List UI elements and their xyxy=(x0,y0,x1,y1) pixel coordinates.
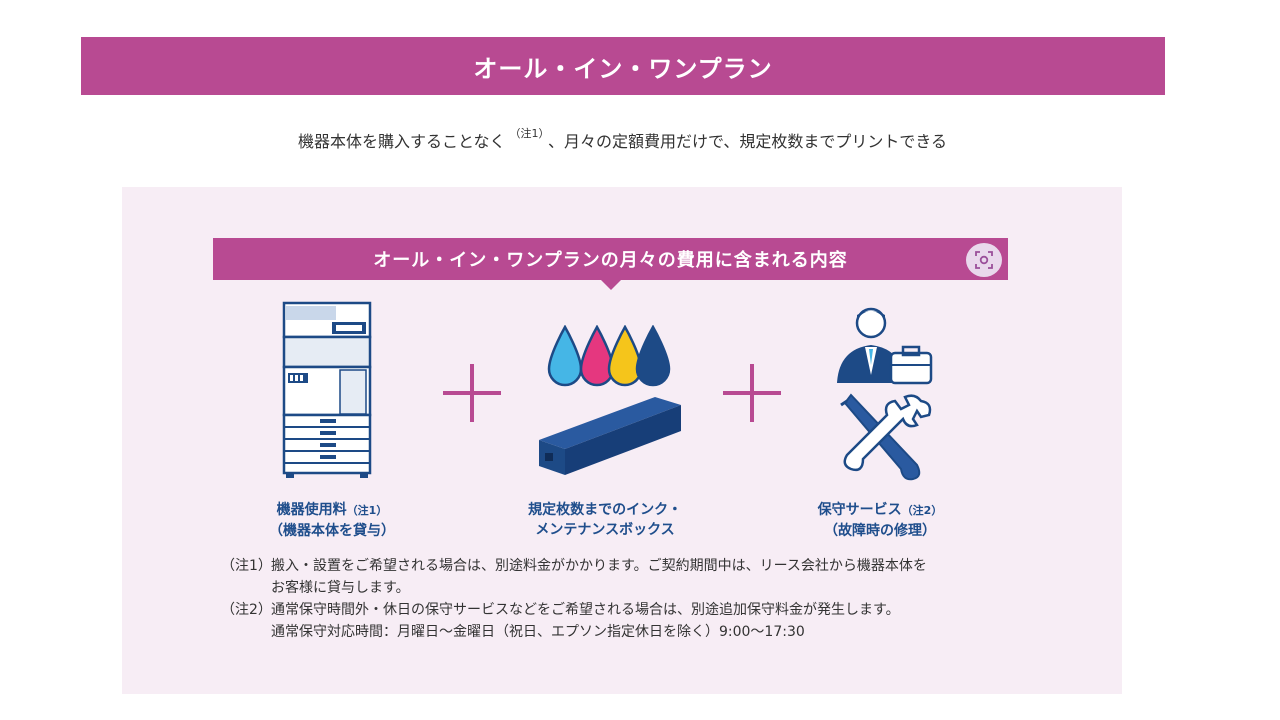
plan-title-banner: オール・イン・ワンプラン xyxy=(81,37,1165,95)
item-label-line: 機器使用料 xyxy=(276,502,347,518)
plus-icon xyxy=(723,364,781,422)
service-person-tools-icon xyxy=(837,307,933,481)
footnote-line: 通常保守対応時間：月曜日～金曜日（祝日、エプソン指定休日を除く）9:00～17:… xyxy=(271,624,805,640)
item-label-line: メンテナンスボックス xyxy=(535,522,675,538)
footnote-row: （注1） 搬入・設置をご希望される場合は、別途料金がかかります。ご契約期間中は、… xyxy=(221,555,1041,599)
ink-drops-icon xyxy=(539,325,681,475)
printer-icon xyxy=(282,301,372,478)
page-title: オール・イン・ワンプラン xyxy=(473,54,773,83)
item-label-service: 保守サービス（注2） （故障時の修理） xyxy=(780,500,980,541)
footnote-mark: （注1） xyxy=(221,558,272,574)
ribbon-notch xyxy=(601,280,621,290)
ribbon-title: オール・イン・ワンプランの月々の費用に含まれる内容 xyxy=(373,250,848,271)
intro-text-after: 、月々の定額費用だけで、規定枚数までプリントできる xyxy=(547,132,948,151)
footnote-mark: （注2） xyxy=(221,602,272,618)
item-label-ink: 規定枚数までのインク・ メンテナンスボックス xyxy=(495,500,715,540)
lens-icon xyxy=(975,251,993,269)
item-label-line: （機器本体を貸与） xyxy=(269,523,395,539)
plus-icon xyxy=(443,364,501,422)
intro-text: 機器本体を購入することなく（注1）、月々の定額費用だけで、規定枚数までプリントで… xyxy=(0,127,1245,152)
item-label-line: 保守サービス xyxy=(817,502,902,518)
footnotes: （注1） 搬入・設置をご希望される場合は、別途料金がかかります。ご契約期間中は、… xyxy=(221,555,1041,643)
footnote-line: お客様に貸与します。 xyxy=(271,580,410,596)
panel-ribbon: オール・イン・ワンプランの月々の費用に含まれる内容 xyxy=(213,238,1008,280)
intro-text-before: 機器本体を購入することなく xyxy=(297,132,506,151)
item-label-equipment: 機器使用料（注1） （機器本体を貸与） xyxy=(232,500,432,541)
footnote-row: （注2） 通常保守時間外・休日の保守サービスなどをご希望される場合は、別途追加保… xyxy=(221,599,1041,643)
image-search-button[interactable] xyxy=(966,243,1002,277)
item-note-ref: （注2） xyxy=(901,504,943,517)
footnote-line: 通常保守時間外・休日の保守サービスなどをご希望される場合は、別途追加保守料金が発… xyxy=(271,602,900,618)
intro-note-ref: （注1） xyxy=(509,127,544,140)
footnote-line: 搬入・設置をご希望される場合は、別途料金がかかります。ご契約期間中は、リース会社… xyxy=(271,558,927,574)
item-note-ref: （注1） xyxy=(346,504,388,517)
item-label-line: 規定枚数までのインク・ xyxy=(528,502,682,518)
item-label-line: （故障時の修理） xyxy=(824,523,936,539)
